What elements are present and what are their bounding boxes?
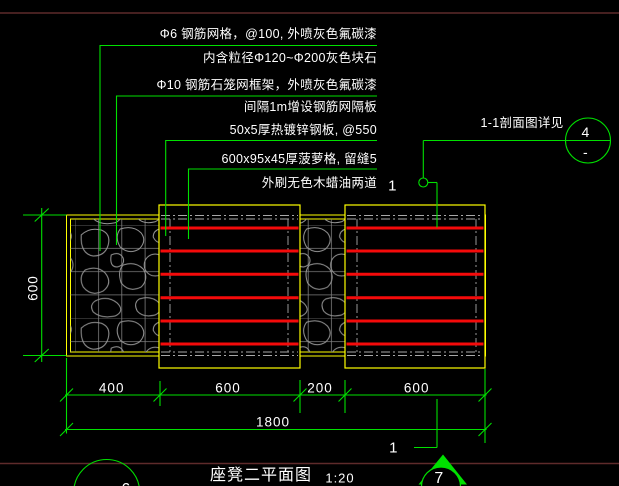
dim-height-600: 600 bbox=[24, 275, 40, 302]
section-marker-7 bbox=[418, 454, 467, 486]
dim-total-1800: 1800 bbox=[255, 413, 291, 429]
annotation-steel-plate: 50x5厚热镀锌钢板, @550 bbox=[229, 122, 377, 137]
section-ref-leader bbox=[418, 117, 612, 228]
drawing-scale: 1:20 bbox=[325, 470, 355, 485]
dim-seg-200: 200 bbox=[307, 379, 333, 395]
wood-planks-2 bbox=[346, 226, 484, 346]
annotation-stone: 内含粒径Φ120~Φ200灰色块石 bbox=[202, 50, 377, 65]
section-cut-bottom bbox=[414, 399, 438, 449]
dim-seg-600b: 600 bbox=[403, 379, 430, 395]
section-bubble-detail-number: 4 bbox=[581, 124, 590, 140]
detail-bubble-4 bbox=[564, 117, 612, 164]
annotation-leaders bbox=[99, 44, 377, 251]
leader-joint-circle bbox=[418, 177, 429, 188]
detail-bubble-7 bbox=[420, 466, 462, 486]
annotation-wax-oil: 外刷无色木蜡油两道 bbox=[261, 175, 377, 190]
leader-frame bbox=[115, 95, 377, 245]
wood-deck-1 bbox=[158, 204, 301, 369]
bubble-7-number: 7 bbox=[434, 469, 444, 486]
dim-seg-400: 400 bbox=[98, 379, 125, 395]
leader-plank bbox=[187, 168, 377, 239]
annotation-partition: 间隔1m增设钢筋网隔板 bbox=[243, 99, 377, 114]
gabion-band bbox=[66, 214, 486, 357]
dimension-left bbox=[23, 208, 67, 363]
hidden-gabion-lines bbox=[347, 215, 483, 356]
hidden-gabion-lines bbox=[161, 215, 298, 356]
annotation-mesh: Φ6 钢筋网格，@100, 外喷灰色氟碳漆 bbox=[159, 26, 377, 41]
stone-fill-left bbox=[70, 219, 159, 352]
detail-bubble-6 bbox=[73, 458, 140, 486]
section-ref-label: 1-1剖面图详见 bbox=[480, 115, 564, 130]
wood-deck-2 bbox=[344, 204, 486, 369]
dim-seg-600a: 600 bbox=[215, 379, 241, 395]
section-bubble-sheet-number: - bbox=[583, 143, 588, 160]
drawing-title: 座凳二平面图 bbox=[209, 466, 313, 484]
annotation-frame: Φ10 钢筋石笼网框架，外喷灰色氟碳漆 bbox=[156, 77, 377, 92]
wood-planks-1 bbox=[160, 226, 299, 346]
section-cut-top-number: 1 bbox=[388, 177, 397, 194]
stone-fill-middle bbox=[300, 219, 345, 352]
bubble-6-number: 6 bbox=[121, 481, 130, 486]
leader-steel-plate bbox=[165, 139, 377, 236]
dimension-bottom bbox=[59, 358, 492, 443]
annotation-plank: 600x95x45厚菠萝格, 留缝5 bbox=[221, 151, 377, 166]
leader-mesh bbox=[99, 44, 377, 251]
section-cut-bottom-number: 1 bbox=[389, 439, 398, 456]
